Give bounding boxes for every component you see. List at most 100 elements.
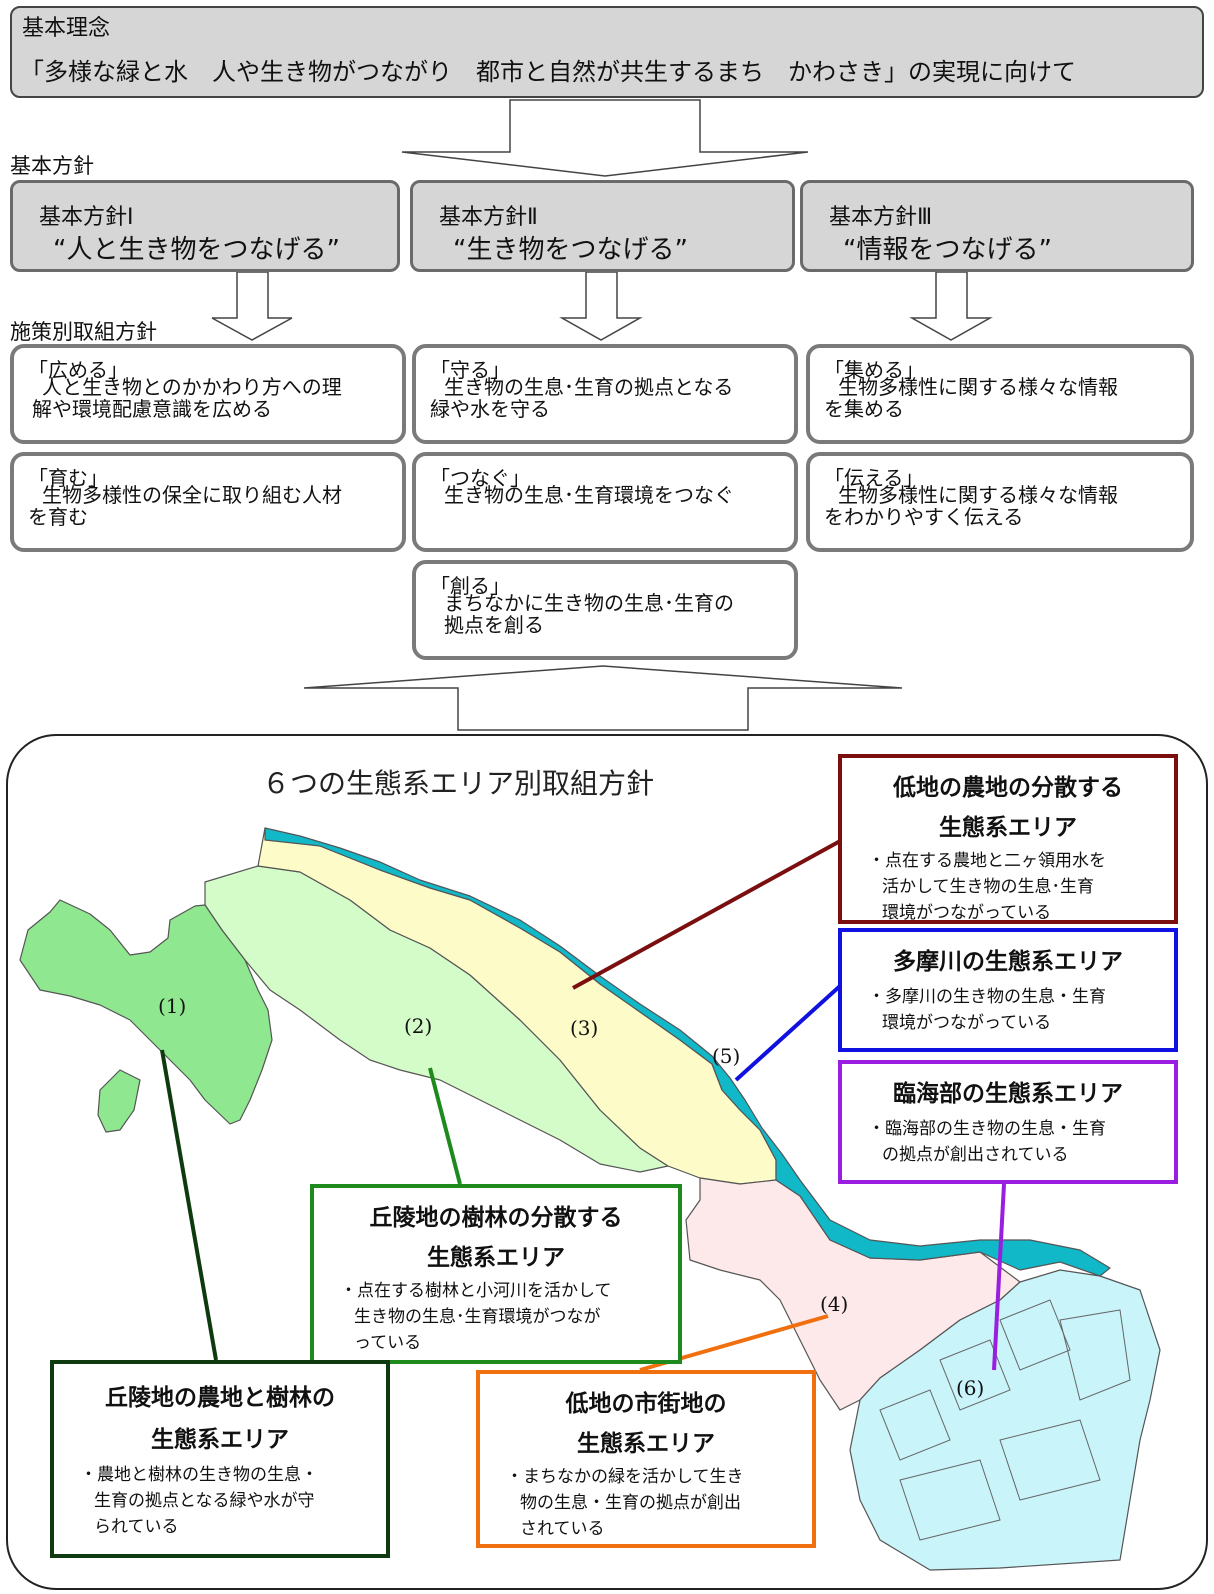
map-label-5: (5) [712,1044,741,1068]
measure-body-hiromeru: 人と生き物とのかかわり方への理 解や環境配慮意識を広める [28,376,394,420]
area-6-region [849,1269,1161,1571]
area-title1-urban: 低地の市街地の [565,1391,727,1417]
measure-line1-atsumeru: 生物多様性に関する様々な情報 [838,375,1118,399]
down-arrow-main [401,99,809,177]
area-box-tama: 多摩川の生態系エリア ・多摩川の生き物の生息・生育 環境がつながっている [838,928,1178,1052]
measure-line2-hagukumu: を育む [28,505,88,529]
down-arrow-policy-3 [909,271,993,341]
leader-line-2 [428,1067,462,1185]
area-title1-hill-forest: 丘陵地の樹林の分散する [369,1205,623,1231]
area-desc1-urban: ・まちなかの緑を活かして生き [506,1467,744,1487]
area-desc2-lowland-farm: 活かして生き物の生息･生育 [882,877,1094,897]
area-desc2-tama: 環境がつながっている [882,1013,1052,1033]
area-1-region [19,899,273,1125]
map-title: ６つの生態系エリア別取組方針 [262,767,655,800]
area-title1-lowland-farm: 低地の農地の分散する [893,775,1123,801]
policy-sub-2: “生き物をつなげる” [453,235,688,265]
area-desc1-lowland-farm: ・点在する農地と二ヶ領用水を [868,851,1106,871]
area-title2-lowland-farm: 生態系エリア [939,815,1077,841]
measure-box-hiromeru: 「広める」 人と生き物とのかかわり方への理 解や環境配慮意識を広める [10,344,406,444]
area-desc2-urban: 物の生息・生育の拠点が創出 [520,1493,741,1513]
area-1-exclave [97,1069,141,1133]
measure-box-hagukumu: 「育む」 生物多様性の保全に取り組む人材 を育む [10,452,406,552]
policy-title-3: 基本方針Ⅲ [829,205,933,230]
measure-body-tsutaeru: 生物多様性に関する様々な情報 をわかりやすく伝える [824,484,1182,528]
area-title1-coastal: 臨海部の生態系エリア [893,1081,1123,1107]
leader-line-1 [160,1049,218,1361]
policy-box-2: 基本方針Ⅱ “生き物をつなげる” [410,180,795,272]
measure-box-mamoru: 「守る」 生き物の生息･生育の拠点となる 緑や水を守る [412,344,798,444]
area-desc1-coastal: ・臨海部の生き物の生息・生育 [868,1119,1106,1139]
basic-philosophy-box [10,6,1204,98]
measure-line2-atsumeru: を集める [824,397,904,421]
basic-philosophy-text: 「多様な緑と水 人や生き物がつながり 都市と自然が共生するまち かわさき」の実現… [20,58,1076,86]
measure-head-tsutaeru: 「伝える」 [824,466,924,490]
map-label-3: (3) [570,1016,599,1040]
basic-philosophy-title: 基本理念 [22,16,111,41]
measure-box-tsukuru: 「創る」 まちなかに生き物の生息･生育の 拠点を創る [412,560,798,660]
area-desc1-tama: ・多摩川の生き物の生息・生育 [868,987,1106,1007]
measures-label: 施策別取組方針 [10,320,157,344]
measure-body-atsumeru: 生物多様性に関する様々な情報 を集める [824,376,1182,420]
policy-title-1: 基本方針Ⅰ [39,205,134,230]
measure-head-hagukumu: 「育む」 [28,466,108,490]
measure-body-mamoru: 生き物の生息･生育の拠点となる 緑や水を守る [430,376,786,420]
measure-line2-tsutaeru: をわかりやすく伝える [824,505,1024,529]
measure-head-tsunagu: 「つなぐ」 [430,466,530,490]
map-section-frame [6,734,1208,1590]
area-title2-urban: 生態系エリア [577,1431,715,1457]
area-desc3-hill-farm: られている [94,1517,179,1537]
map-label-4: (4) [820,1292,849,1316]
area-box-lowland-farm: 低地の農地の分散する 生態系エリア ・点在する農地と二ヶ領用水を 活かして生き物… [838,754,1178,924]
measure-box-atsumeru: 「集める」 生物多様性に関する様々な情報 を集める [806,344,1194,444]
leader-line-5 [734,984,842,1082]
policy-sub-1: “人と生き物をつなげる” [53,235,340,265]
measure-line2-mamoru: 緑や水を守る [430,397,550,421]
measure-line1-hiromeru: 人と生き物とのかかわり方への理 [42,375,342,399]
measure-head-atsumeru: 「集める」 [824,358,924,382]
area-desc2-hill-farm: 生育の拠点となる緑や水が守 [94,1491,315,1511]
measure-line2-hiromeru: 解や環境配慮意識を広める [32,397,272,421]
policy-box-3: 基本方針Ⅲ “情報をつなげる” [800,180,1194,272]
map-label-2: (2) [404,1014,433,1038]
measure-line1-tsutaeru: 生物多様性に関する様々な情報 [838,483,1118,507]
area-box-hill-forest: 丘陵地の樹林の分散する 生態系エリア ・点在する樹林と小河川を活かして 生き物の… [310,1184,682,1364]
measure-line2-tsukuru: 拠点を創る [444,613,544,637]
area-title2-hill-forest: 生態系エリア [427,1245,565,1271]
area-box-hill-farm: 丘陵地の農地と樹林の 生態系エリア ・農地と樹林の生き物の生息・ 生育の拠点とな… [50,1360,390,1558]
area-desc1-hill-farm: ・農地と樹林の生き物の生息・ [80,1465,318,1485]
area-desc2-coastal: の拠点が創出されている [882,1145,1069,1165]
up-arrow-main [303,665,903,731]
measure-line1-tsunagu: 生き物の生息･生育環境をつなぐ [444,483,734,507]
measure-box-tsunagu: 「つなぐ」 生き物の生息･生育環境をつなぐ [412,452,798,552]
area-desc3-urban: されている [520,1519,605,1539]
measure-head-mamoru: 「守る」 [430,358,510,382]
down-arrow-policy-1 [211,271,293,341]
down-arrow-policy-2 [559,271,643,341]
area-title1-tama: 多摩川の生態系エリア [893,949,1123,975]
measure-head-tsukuru: 「創る」 [430,574,510,598]
area-title2-hill-farm: 生態系エリア [151,1427,289,1453]
area-desc2-hill-forest: 生き物の生息･生育環境がつなが [354,1307,601,1327]
policy-box-1: 基本方針Ⅰ “人と生き物をつなげる” [10,180,400,272]
measure-box-tsutaeru: 「伝える」 生物多様性に関する様々な情報 をわかりやすく伝える [806,452,1194,552]
measure-line1-tsukuru: まちなかに生き物の生息･生育の [444,591,734,615]
area-5-river [264,827,1111,1277]
map-label-6: (6) [956,1376,985,1400]
measure-line1-hagukumu: 生物多様性の保全に取り組む人材 [42,483,342,507]
area-desc3-hill-forest: っている [354,1333,422,1353]
measure-body-hagukumu: 生物多様性の保全に取り組む人材 を育む [28,484,394,528]
basic-policy-label: 基本方針 [10,154,94,178]
area-box-urban: 低地の市街地の 生態系エリア ・まちなかの緑を活かして生き 物の生息・生育の拠点… [476,1370,816,1548]
area-title1-hill-farm: 丘陵地の農地と樹林の [105,1385,335,1411]
measure-line1-mamoru: 生き物の生息･生育の拠点となる [444,375,734,399]
measure-body-tsunagu: 生き物の生息･生育環境をつなぐ [430,484,786,506]
area-desc3-lowland-farm: 環境がつながっている [882,903,1052,923]
map-label-1: (1) [158,994,187,1018]
policy-sub-3: “情報をつなげる” [843,235,1052,265]
area-desc1-hill-forest: ・点在する樹林と小河川を活かして [340,1281,612,1301]
area-box-coastal: 臨海部の生態系エリア ・臨海部の生き物の生息・生育 の拠点が創出されている [838,1060,1178,1184]
measure-head-hiromeru: 「広める」 [28,358,128,382]
